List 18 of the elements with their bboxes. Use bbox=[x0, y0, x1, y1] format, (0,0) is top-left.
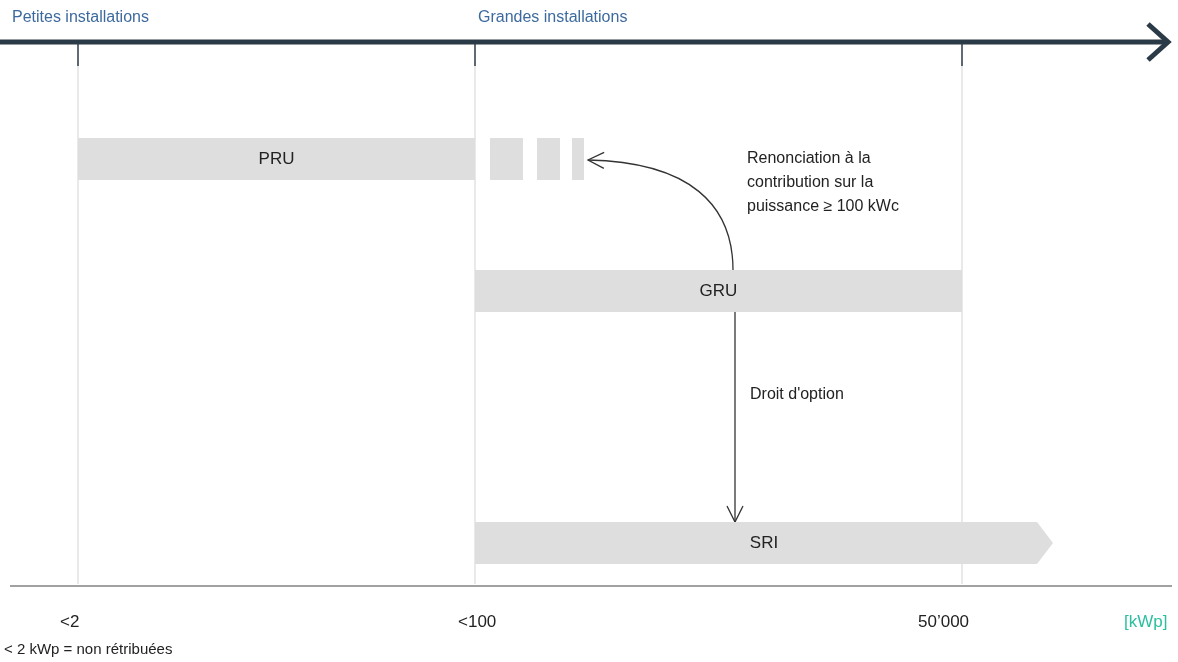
category-label: Petites installations bbox=[12, 8, 149, 26]
range-bar bbox=[78, 138, 475, 180]
range-arrow-bar bbox=[475, 522, 1053, 564]
arrow bbox=[726, 311, 744, 523]
footnote: < 2 kWp = non rétribuées bbox=[4, 640, 173, 657]
bar-label: GRU bbox=[699, 281, 738, 301]
bar-label: PRU bbox=[258, 149, 295, 169]
bar-segment bbox=[572, 138, 584, 180]
unit-label: [kWp] bbox=[1124, 612, 1168, 632]
axis-tick-label: <2 bbox=[60, 612, 80, 632]
category-label: Grandes installations bbox=[478, 8, 628, 26]
bar-segment bbox=[537, 138, 560, 180]
axis-tick-label: 50’000 bbox=[918, 612, 970, 632]
bar-label: SRI bbox=[749, 533, 779, 553]
arrow bbox=[587, 152, 734, 271]
range-bar bbox=[475, 270, 962, 312]
bar-segment bbox=[490, 138, 523, 180]
axis-tick-label: <100 bbox=[458, 612, 497, 632]
